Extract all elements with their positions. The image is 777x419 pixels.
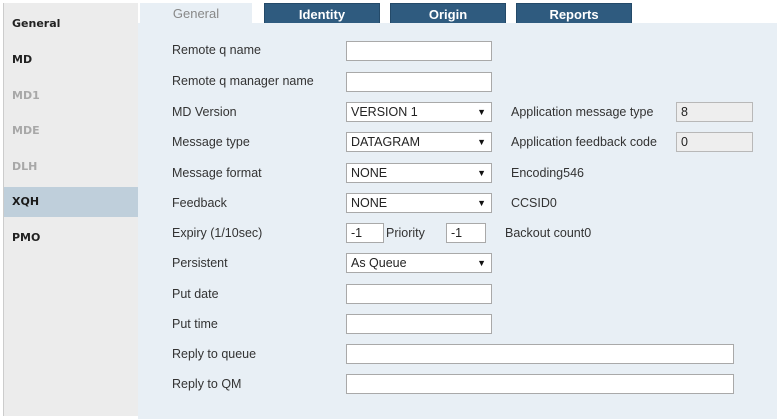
- message-format-select[interactable]: NONE ▼: [346, 163, 492, 183]
- priority-input[interactable]: -1: [446, 223, 486, 243]
- sidebar-item-md1[interactable]: MD1: [12, 89, 40, 102]
- md-version-select[interactable]: VERSION 1 ▼: [346, 102, 492, 122]
- persistent-label: Persistent: [172, 256, 228, 270]
- backout-count-text: Backout count0: [505, 226, 592, 240]
- sidebar-item-pmo[interactable]: PMO: [12, 231, 41, 244]
- feedback-value: NONE: [351, 196, 388, 210]
- persistent-value: As Queue: [351, 256, 407, 270]
- md-version-label: MD Version: [172, 105, 237, 119]
- persistent-select[interactable]: As Queue ▼: [346, 253, 492, 273]
- expiry-input[interactable]: -1: [346, 223, 384, 243]
- sidebar-item-md[interactable]: MD: [12, 53, 33, 66]
- priority-label: Priority: [386, 226, 425, 240]
- message-type-value: DATAGRAM: [351, 135, 420, 149]
- reply-to-queue-input[interactable]: [346, 344, 734, 364]
- sidebar-item-dlh[interactable]: DLH: [12, 160, 38, 173]
- feedback-label: Feedback: [172, 196, 227, 210]
- sidebar: General MD MD1 MDE DLH XQH PMO: [3, 3, 139, 416]
- encoding-text: Encoding546: [511, 166, 584, 180]
- message-format-value: NONE: [351, 166, 388, 180]
- reply-to-queue-label: Reply to queue: [172, 347, 257, 361]
- application-feedback-code-label: Application feedback code: [511, 135, 657, 149]
- tab-origin[interactable]: Origin: [390, 3, 506, 24]
- put-date-label: Put date: [172, 287, 219, 301]
- remote-q-manager-name-input[interactable]: [346, 72, 492, 92]
- sidebar-item-xqh[interactable]: XQH: [4, 187, 139, 217]
- message-type-label: Message type: [172, 135, 250, 149]
- message-format-label: Message format: [172, 166, 262, 180]
- feedback-select[interactable]: NONE ▼: [346, 193, 492, 213]
- remote-q-manager-name-label: Remote q manager name: [172, 74, 314, 88]
- put-date-input[interactable]: [346, 284, 492, 304]
- message-type-select[interactable]: DATAGRAM ▼: [346, 132, 492, 152]
- chevron-down-icon: ▼: [477, 107, 486, 117]
- sidebar-item-mde[interactable]: MDE: [12, 124, 40, 137]
- chevron-down-icon: ▼: [477, 258, 486, 268]
- remote-q-name-label: Remote q name: [172, 43, 261, 57]
- chevron-down-icon: ▼: [477, 137, 486, 147]
- application-message-type-input: 8: [676, 102, 753, 122]
- put-time-label: Put time: [172, 317, 218, 331]
- chevron-down-icon: ▼: [477, 168, 486, 178]
- put-time-input[interactable]: [346, 314, 492, 334]
- application-feedback-code-input: 0: [676, 132, 753, 152]
- ccsid-text: CCSID0: [511, 196, 557, 210]
- md-version-value: VERSION 1: [351, 105, 418, 119]
- tab-identity[interactable]: Identity: [264, 3, 380, 24]
- expiry-label: Expiry (1/10sec): [172, 226, 263, 240]
- reply-to-qm-input[interactable]: [346, 374, 734, 394]
- reply-to-qm-label: Reply to QM: [172, 377, 242, 391]
- application-message-type-label: Application message type: [511, 105, 654, 119]
- chevron-down-icon: ▼: [477, 198, 486, 208]
- sidebar-item-general[interactable]: General: [12, 17, 61, 30]
- tab-general[interactable]: General: [140, 3, 252, 24]
- remote-q-name-input[interactable]: [346, 41, 492, 61]
- tab-reports[interactable]: Reports: [516, 3, 632, 24]
